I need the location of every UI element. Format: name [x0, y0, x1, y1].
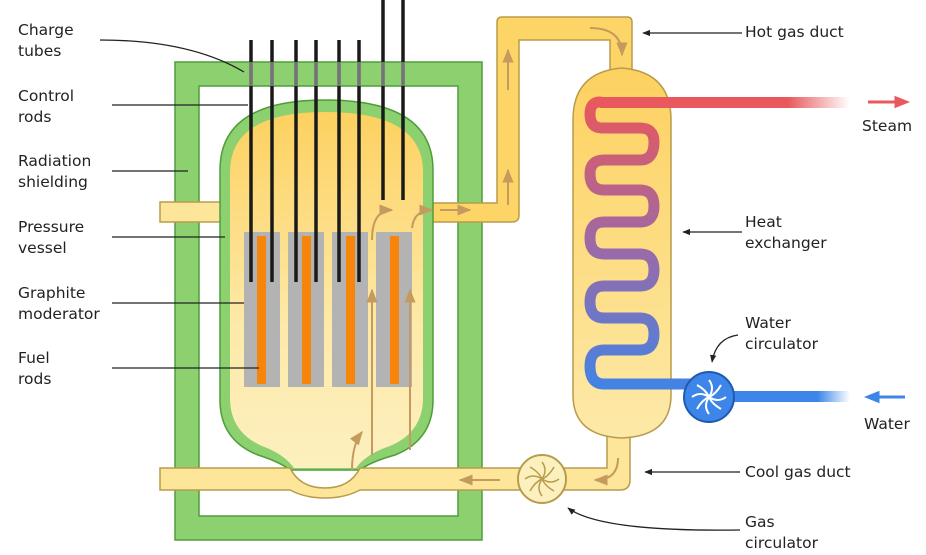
fuel-rods	[257, 236, 399, 384]
label-water: Water	[864, 415, 910, 433]
label-hot-gas-duct: Hot gas duct	[745, 23, 844, 41]
label-pressure-vessel: Pressure vessel	[18, 218, 85, 257]
label-graphite-moderator: Graphite moderator	[18, 284, 100, 323]
water-pipe	[720, 391, 850, 402]
label-control-rods: Control rods	[18, 87, 75, 126]
label-steam: Steam	[862, 117, 913, 135]
heat-exchanger-coil	[584, 96, 706, 390]
label-heat-exchanger: Heat exchanger	[745, 213, 827, 252]
label-cool-gas-duct: Cool gas duct	[745, 463, 851, 481]
label-charge-tubes: Charge tubes	[18, 21, 74, 60]
gas-circulator	[517, 454, 567, 504]
radiation-shielding	[174, 61, 483, 541]
leader-lines	[99, 29, 742, 531]
label-fuel-rods: Fuel rods	[18, 349, 52, 388]
label-radiation-shielding: Radiation shielding	[18, 152, 92, 191]
steam-pipe	[600, 97, 850, 108]
label-water-circulator: Water circulator	[745, 314, 818, 353]
gas-flow-arrows	[349, 27, 628, 486]
hot-gas-duct	[419, 16, 633, 223]
steam-arrow	[868, 95, 911, 109]
water-circulator	[683, 371, 735, 423]
cool-gas-duct	[159, 435, 631, 499]
label-gas-circulator: Gas circulator	[745, 513, 818, 552]
water-arrow	[863, 390, 905, 404]
charge-tubes	[249, 62, 405, 86]
